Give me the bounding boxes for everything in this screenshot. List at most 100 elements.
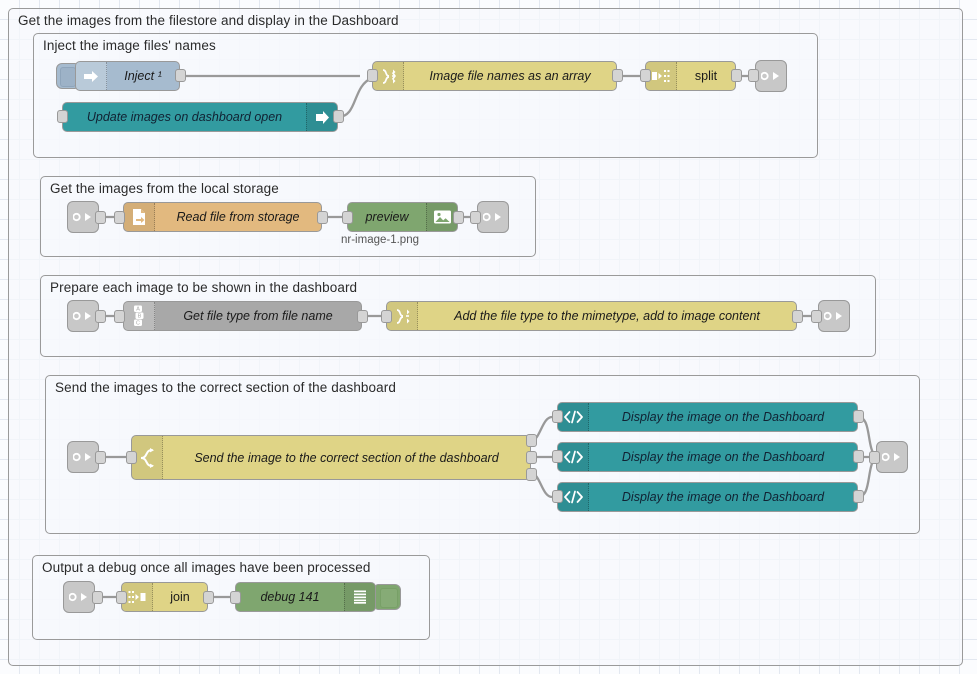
- node-link-in-2[interactable]: [67, 201, 99, 233]
- node-join-output-port[interactable]: [203, 591, 214, 604]
- node-display-3-label: Display the image on the Dashboard: [621, 490, 825, 504]
- group-inject-label: Inject the image files' names: [43, 38, 216, 53]
- node-image-file-names-output-port[interactable]: [612, 69, 623, 82]
- function-icon: [373, 62, 404, 90]
- node-split-input-port[interactable]: [640, 69, 651, 82]
- template-code-icon: [558, 483, 589, 511]
- link-in-icon: [73, 311, 91, 321]
- node-inject-label: Inject ¹: [124, 69, 162, 83]
- node-link-out-2-input-port[interactable]: [470, 211, 481, 224]
- debug-lines-icon: [344, 583, 375, 611]
- node-link-out-1-input-port[interactable]: [748, 69, 759, 82]
- arrow-right-icon: [306, 103, 337, 131]
- node-add-mimetype-label: Add the file type to the mimetype, add t…: [454, 309, 760, 323]
- node-switch-output-port-1[interactable]: [526, 434, 537, 447]
- node-display-1-input-port[interactable]: [552, 410, 563, 423]
- node-display-3[interactable]: Display the image on the Dashboard: [557, 482, 858, 512]
- node-display-3-output-port[interactable]: [853, 490, 864, 503]
- file-in-icon: [124, 203, 155, 231]
- node-add-mimetype-input-port[interactable]: [381, 310, 392, 323]
- node-switch-output-port-3[interactable]: [526, 468, 537, 481]
- node-display-2[interactable]: Display the image on the Dashboard: [557, 442, 858, 472]
- node-link-out-2[interactable]: [477, 201, 509, 233]
- debug-enable-toggle[interactable]: [375, 584, 401, 610]
- svg-text:C: C: [136, 321, 140, 327]
- node-display-1-label: Display the image on the Dashboard: [621, 410, 825, 424]
- change-abc-icon: A B C: [124, 302, 155, 330]
- group-storage-label: Get the images from the local storage: [50, 181, 279, 196]
- node-display-2-input-port[interactable]: [552, 450, 563, 463]
- node-debug-141[interactable]: debug 141: [235, 582, 376, 612]
- node-read-file[interactable]: Read file from storage: [123, 202, 322, 232]
- node-add-mimetype-output-port[interactable]: [792, 310, 803, 323]
- node-inject[interactable]: Inject ¹: [75, 61, 180, 91]
- node-display-2-output-port[interactable]: [853, 450, 864, 463]
- node-get-file-type-input-port[interactable]: [114, 310, 125, 323]
- node-display-1[interactable]: Display the image on the Dashboard: [557, 402, 858, 432]
- node-link-in-3-output-port[interactable]: [95, 310, 106, 323]
- node-link-in-5[interactable]: [63, 581, 95, 613]
- node-split[interactable]: split: [645, 61, 736, 91]
- node-get-file-type[interactable]: A B C Get file type from file name: [123, 301, 362, 331]
- image-icon: [426, 203, 457, 231]
- node-split-output-port[interactable]: [731, 69, 742, 82]
- group-outer-label: Get the images from the filestore and di…: [18, 13, 399, 28]
- node-display-2-label: Display the image on the Dashboard: [621, 450, 825, 464]
- node-link-out-3-input-port[interactable]: [811, 310, 822, 323]
- link-in-icon: [73, 212, 91, 222]
- node-update-images-input-port[interactable]: [57, 110, 68, 123]
- node-link-in-5-output-port[interactable]: [92, 591, 103, 604]
- node-preview[interactable]: preview: [347, 202, 458, 232]
- template-code-icon: [558, 403, 589, 431]
- node-image-file-names-input-port[interactable]: [367, 69, 378, 82]
- node-link-out-1[interactable]: [755, 60, 787, 92]
- node-join-label: join: [170, 590, 190, 604]
- node-update-images-output-port[interactable]: [333, 110, 344, 123]
- node-link-out-4[interactable]: [876, 441, 908, 473]
- node-switch-input-port[interactable]: [126, 451, 137, 464]
- node-add-mimetype[interactable]: Add the file type to the mimetype, add t…: [386, 301, 797, 331]
- inject-trigger-button[interactable]: [56, 63, 78, 89]
- node-update-images-label: Update images on dashboard open: [86, 110, 283, 124]
- link-in-icon: [73, 452, 91, 462]
- node-link-in-4[interactable]: [67, 441, 99, 473]
- group-send-label: Send the images to the correct section o…: [55, 380, 396, 395]
- link-in-icon: [69, 592, 87, 602]
- node-link-in-4-output-port[interactable]: [95, 451, 106, 464]
- node-display-3-input-port[interactable]: [552, 490, 563, 503]
- node-read-file-label: Read file from storage: [176, 210, 300, 224]
- node-update-images[interactable]: Update images on dashboard open: [62, 102, 338, 132]
- switch-icon: [132, 436, 163, 479]
- node-read-file-input-port[interactable]: [114, 211, 125, 224]
- node-split-label: split: [694, 69, 718, 83]
- node-preview-input-port[interactable]: [342, 211, 353, 224]
- node-image-file-names[interactable]: Image file names as an array: [372, 61, 617, 91]
- svg-text:B: B: [137, 314, 141, 320]
- node-debug-141-label: debug 141: [260, 590, 320, 604]
- node-switch[interactable]: Send the image to the correct section of…: [131, 435, 531, 480]
- node-display-1-output-port[interactable]: [853, 410, 864, 423]
- node-read-file-output-port[interactable]: [317, 211, 328, 224]
- node-get-file-type-output-port[interactable]: [357, 310, 368, 323]
- group-debug-label: Output a debug once all images have been…: [42, 560, 371, 575]
- node-switch-output-port-2[interactable]: [526, 451, 537, 464]
- node-link-in-3[interactable]: [67, 300, 99, 332]
- split-icon: [646, 62, 677, 90]
- node-inject-output-port[interactable]: [175, 69, 186, 82]
- node-link-in-2-output-port[interactable]: [95, 211, 106, 224]
- svg-text:A: A: [136, 307, 140, 313]
- node-link-out-4-input-port[interactable]: [869, 451, 880, 464]
- node-join[interactable]: join: [121, 582, 208, 612]
- node-link-out-3[interactable]: [818, 300, 850, 332]
- node-join-input-port[interactable]: [116, 591, 127, 604]
- link-out-icon: [824, 311, 842, 321]
- function-icon: [387, 302, 418, 330]
- node-preview-sublabel: nr-image-1.png: [341, 234, 419, 246]
- node-debug-141-input-port[interactable]: [230, 591, 241, 604]
- template-code-icon: [558, 443, 589, 471]
- link-out-icon: [882, 452, 900, 462]
- node-image-file-names-label: Image file names as an array: [429, 69, 591, 83]
- node-preview-output-port[interactable]: [453, 211, 464, 224]
- group-inject[interactable]: Inject the image files' names: [33, 33, 818, 158]
